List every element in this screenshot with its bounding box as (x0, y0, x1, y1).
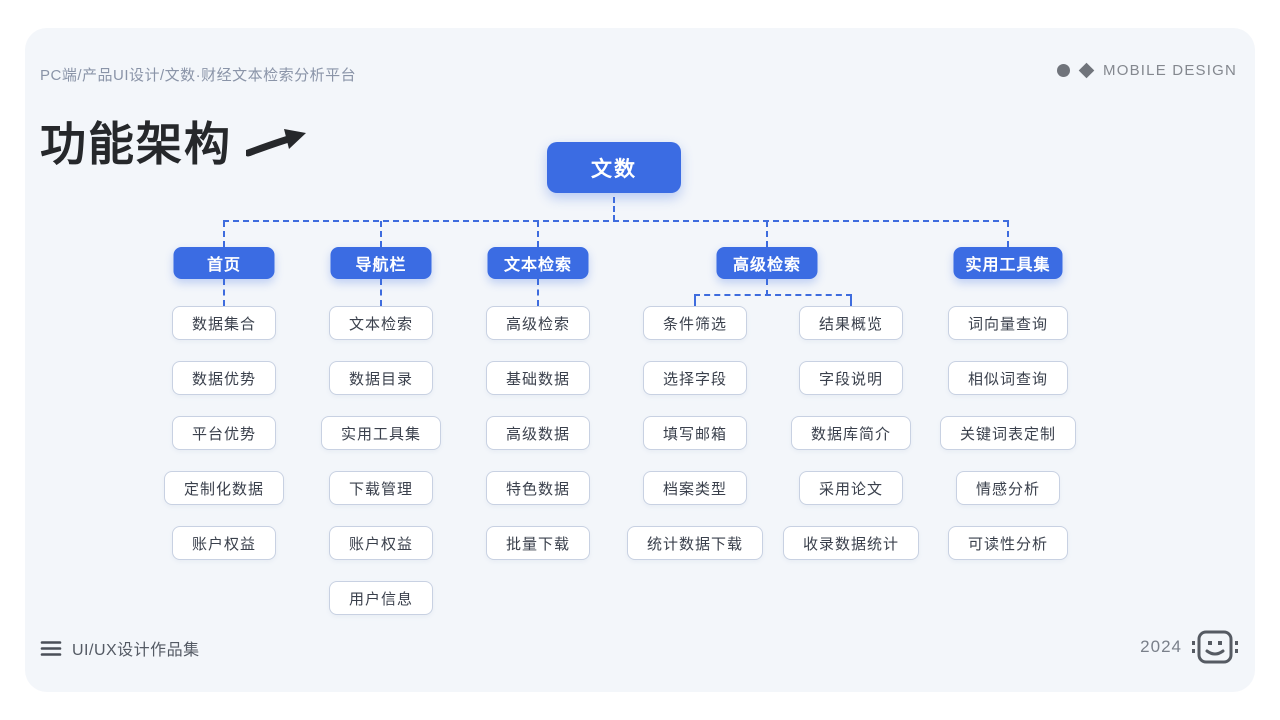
connector-branch4-top (766, 221, 768, 247)
hamburger-menu-icon (40, 640, 62, 656)
tree-leaf: 字段说明 (799, 361, 904, 395)
tree-leaf: 数据目录 (329, 361, 434, 395)
connector-branch1-bottom (223, 279, 225, 306)
branch-node-text-search: 文本检索 (487, 247, 589, 279)
tree-leaf: 选择字段 (643, 361, 748, 395)
tree-leaf: 采用论文 (799, 471, 904, 505)
title-block: 功能架构 (40, 108, 308, 174)
tree-leaf: 结果概览 (799, 306, 904, 340)
tree-leaf: 平台优势 (172, 416, 277, 450)
tree-leaf: 数据集合 (172, 306, 277, 340)
tree-leaf: 定制化数据 (164, 471, 285, 505)
background-card (25, 28, 1255, 692)
tree-leaf: 情感分析 (956, 471, 1061, 505)
tree-leaf: 账户权益 (329, 526, 434, 560)
footer-portfolio-label: UI/UX设计作品集 (72, 642, 200, 659)
tree-leaf: 条件筛选 (643, 306, 748, 340)
connector-branch3-bottom (537, 279, 539, 306)
connector-root-stub (613, 197, 615, 221)
tree-leaf: 词向量查询 (948, 306, 1069, 340)
connector-branch2-top (380, 221, 382, 247)
footer-year: 2024 (1140, 637, 1182, 656)
breadcrumb: PC端/产品UI设计/文数·财经文本检索分析平台 (40, 67, 357, 84)
tree-leaf: 文本检索 (329, 306, 434, 340)
tree-leaf: 数据库简介 (791, 416, 912, 450)
tree-leaf: 下载管理 (329, 471, 434, 505)
branch-node-toolkit: 实用工具集 (953, 247, 1063, 279)
connector-branch2-bottom (380, 279, 382, 306)
branch-node-home: 首页 (173, 247, 275, 279)
tree-leaf: 关键词表定制 (940, 416, 1077, 450)
connector-subcol2-stub (850, 295, 852, 306)
footer-year-block: 2024 (1140, 630, 1238, 664)
tree-leaf: 高级检索 (486, 306, 591, 340)
connector-branch4-bottom (766, 279, 768, 296)
connector-branch3-top (537, 221, 539, 247)
connector-subcol1-stub (694, 295, 696, 306)
tree-leaf: 批量下载 (486, 526, 591, 560)
page-title: 功能架构 (40, 118, 232, 170)
tree-leaf: 账户权益 (172, 526, 277, 560)
tree-leaf: 用户信息 (329, 581, 434, 615)
arrow-right-icon (246, 129, 306, 157)
tree-leaf: 填写邮箱 (643, 416, 748, 450)
tree-leaf: 数据优势 (172, 361, 277, 395)
connector-branch1-top (223, 221, 225, 247)
branch-node-navbar: 导航栏 (330, 247, 432, 279)
diamond-icon (1078, 62, 1095, 79)
branch-node-advanced-search: 高级检索 (716, 247, 818, 279)
connector-branch5-top (1007, 221, 1009, 247)
tree-leaf: 可读性分析 (948, 526, 1069, 560)
tree-leaf: 收录数据统计 (783, 526, 920, 560)
footer-portfolio: UI/UX设计作品集 (40, 636, 200, 660)
tree-leaf: 特色数据 (486, 471, 591, 505)
brand-text: MOBILE DESIGN (1103, 62, 1237, 79)
circle-icon (1057, 64, 1071, 77)
connector-branch4-split (694, 294, 852, 296)
tree-leaf: 高级数据 (486, 416, 591, 450)
root-node: 文数 (547, 142, 681, 193)
tree-leaf: 基础数据 (486, 361, 591, 395)
connector-main-horizontal (223, 220, 1009, 222)
tree-leaf: 相似词查询 (948, 361, 1069, 395)
tree-leaf: 实用工具集 (321, 416, 442, 450)
brand-badge: MOBILE DESIGN (1057, 62, 1237, 79)
tree-leaf: 统计数据下载 (627, 526, 764, 560)
pixel-robot-face-icon (1192, 630, 1238, 664)
tree-leaf: 档案类型 (643, 471, 748, 505)
